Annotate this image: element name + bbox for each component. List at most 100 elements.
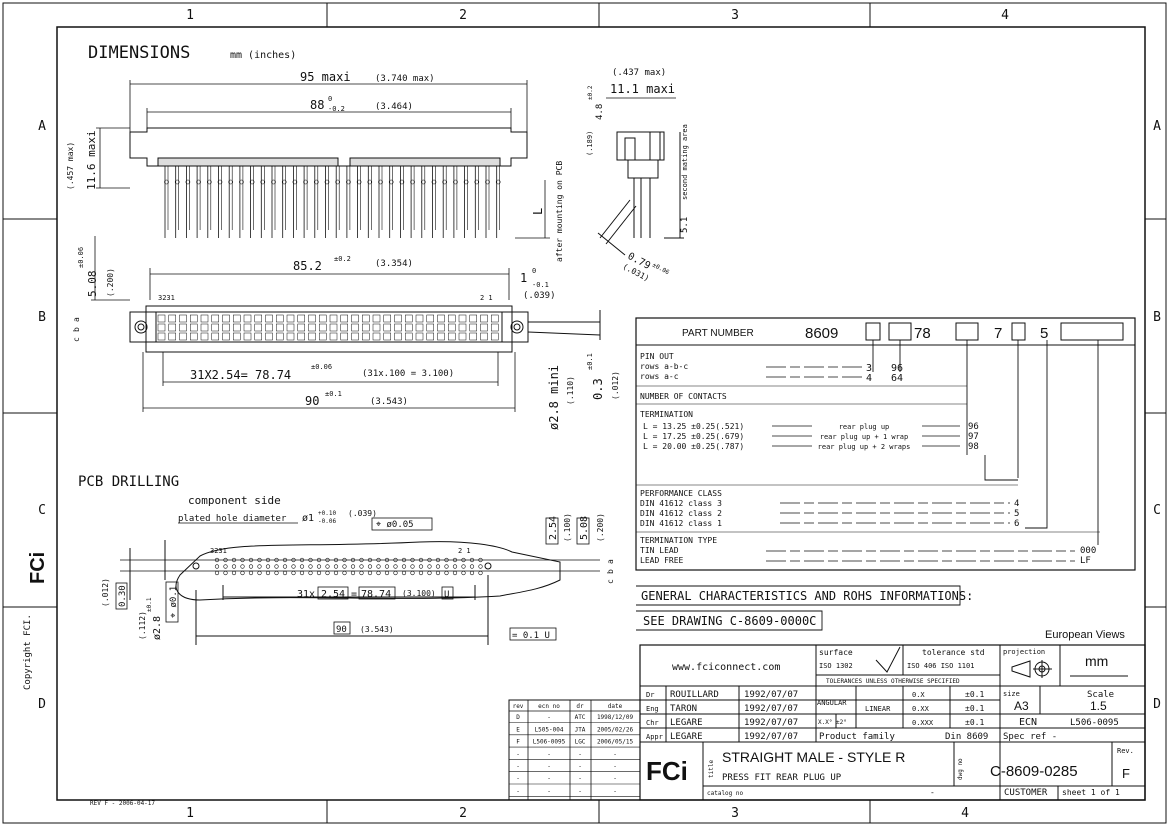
row-label-d: D (38, 697, 46, 712)
overall-length: 95 maxi (300, 70, 351, 84)
title-line2: PRESS FIT REAR PLUG UP (722, 773, 842, 783)
signer-role: Dr (646, 691, 654, 699)
contact-cell (211, 332, 219, 341)
drill-hole (240, 557, 245, 563)
side-dim-48-tol: ±0.2 (587, 85, 594, 100)
termination-length: L = 13.25 ±0.25(.521) (643, 422, 744, 431)
code-000: 000 (1080, 546, 1096, 556)
contact-cell (426, 323, 434, 332)
contact-cell (211, 323, 219, 332)
dim-1-in: (.039) (523, 291, 556, 301)
rev-cell: L506-0095 (533, 739, 566, 746)
top-view: 85.2 ±0.2 (3.354) 5.08 ±0.06 (.200) 1 0 … (72, 236, 620, 430)
flat-tol: = 0.1 U (512, 631, 550, 641)
pin-shoulder (260, 179, 266, 185)
drill-hole (308, 570, 313, 576)
rev-cell: F (516, 739, 520, 746)
connector-front-view (129, 127, 528, 238)
drill-hole (282, 570, 288, 576)
drill-hole (376, 570, 381, 576)
contact-cell (362, 332, 370, 341)
contact-cell (157, 314, 166, 323)
side-dim-48: 4.8 (595, 104, 605, 120)
contact-cell (426, 332, 434, 341)
signer-name: ROUILLARD (670, 690, 719, 700)
title-block: European Views (639, 629, 1146, 801)
drill-hole (231, 570, 237, 576)
drill-hole (469, 557, 475, 563)
pin-shoulder (463, 179, 469, 185)
pin-shoulder (313, 179, 319, 185)
pin-shoulder (410, 179, 415, 185)
col-label-3: 3 (731, 8, 739, 23)
dia-28: ø2.8 mini (547, 365, 561, 430)
pin-shoulder (292, 179, 298, 185)
drill-hole (469, 564, 475, 569)
pin-shoulder (185, 179, 191, 185)
drill-hole (350, 564, 356, 569)
contact-cell (372, 332, 381, 341)
rev-header: ecn no (538, 703, 560, 710)
iso1302: ISO 1302 (819, 662, 853, 670)
contact-cell (286, 314, 295, 323)
title-line1: STRAIGHT MALE - STYLE R (722, 749, 905, 765)
iso406: ISO 406 ISO 1101 (907, 662, 974, 670)
pin-shoulder (399, 179, 405, 185)
dim-03-in: (.012) (611, 371, 620, 400)
drill-hole (410, 557, 415, 563)
fci-logo-text: FCi (646, 756, 688, 786)
contact-cell (394, 314, 402, 323)
pitch-dim: 31X2.54= 78.74 (190, 368, 291, 382)
contact-cell (437, 332, 445, 341)
drill-hole (265, 564, 271, 569)
drill-hole (469, 570, 475, 576)
len-90: 90 (305, 394, 319, 408)
contact-cell (168, 314, 176, 323)
contact-cell (405, 332, 413, 341)
drill-hole (308, 557, 313, 563)
contact-cell (157, 332, 166, 341)
pin-shoulder (495, 179, 501, 185)
drill-hole (444, 570, 449, 576)
rev-cell: - (613, 776, 617, 783)
second-mating-area: second mating area (681, 124, 689, 200)
rev-cell: L505-004 (535, 726, 564, 733)
title-block-text: www.fciconnect.com surface ISO 1302 tole… (646, 646, 1134, 798)
col-label-4: 4 (1001, 8, 1009, 23)
contact-cell (405, 323, 413, 332)
dim-508-tol: ±0.06 (77, 247, 85, 268)
contact-cell (405, 314, 413, 323)
contact-cell (329, 323, 338, 332)
contact-cell (372, 323, 381, 332)
rev-cell: ATC (575, 714, 586, 721)
drill-hole (359, 564, 364, 569)
drill-hole (461, 564, 466, 569)
contact-cell (157, 323, 166, 332)
ecn-value: L506-0095 (1070, 718, 1119, 728)
contact-cell (351, 323, 359, 332)
contact-cell (415, 332, 424, 341)
contact-cell (286, 332, 295, 341)
termination-code: 97 (968, 432, 979, 442)
drill-hole (291, 557, 296, 563)
drill-hole (384, 557, 390, 563)
drill-hole (350, 557, 356, 563)
contact-cell (233, 323, 241, 332)
catalog-value: - (930, 788, 935, 797)
contact-cell (448, 314, 456, 323)
dimensions-units: mm (inches) (230, 50, 296, 61)
drill-hole (248, 570, 254, 576)
contact-cell (308, 314, 316, 323)
drill-hole (478, 564, 483, 569)
row-label-a-r: A (1153, 119, 1161, 134)
pin-shoulder (174, 179, 180, 185)
rows-ac: rows a-c (640, 372, 679, 381)
contact-cell (329, 332, 338, 341)
drill-hole (376, 564, 381, 569)
dia-28-in: (.110) (566, 376, 575, 405)
rev-cell: - (516, 788, 520, 795)
drill-pitch-in: (3.100) (402, 589, 436, 598)
